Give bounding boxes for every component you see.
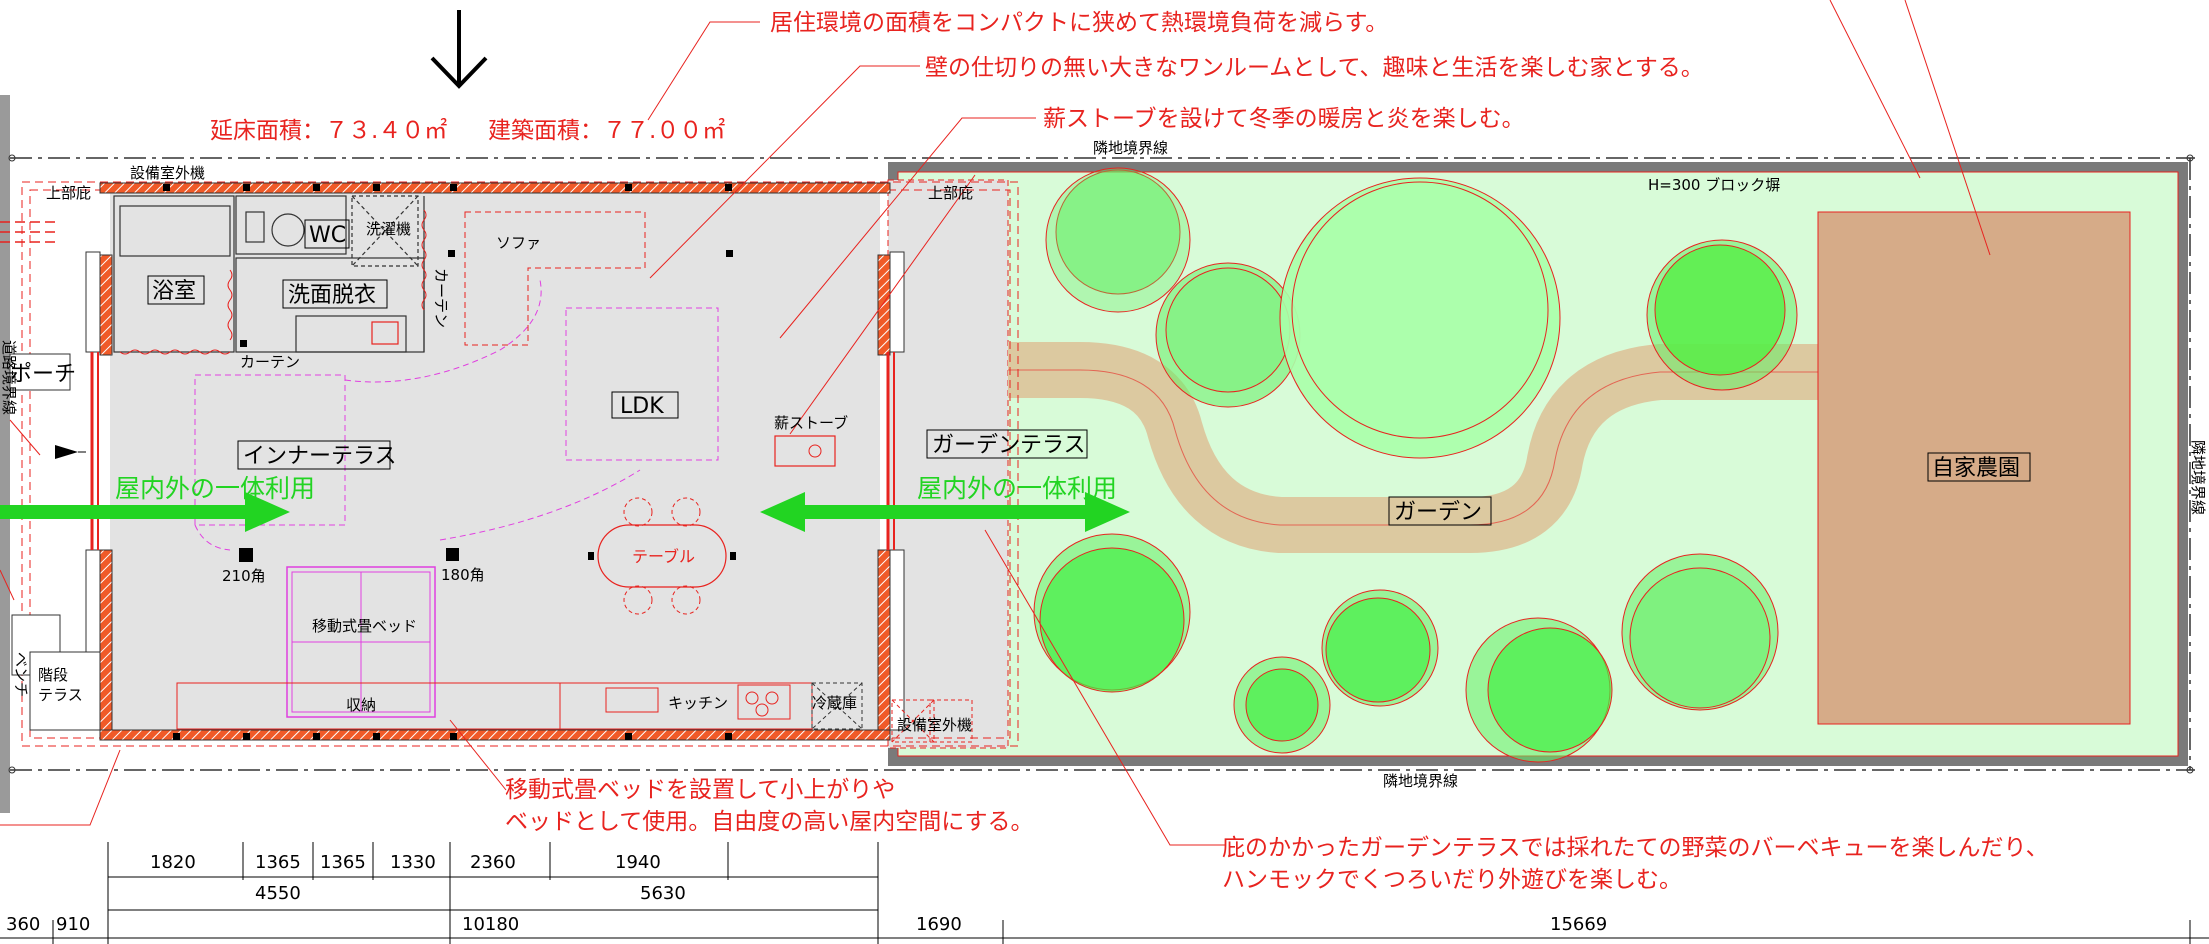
tree xyxy=(1055,169,1181,295)
sofa-label: ソファ xyxy=(496,234,541,252)
wood-stove xyxy=(774,435,836,467)
ldk-label: LDK xyxy=(620,394,664,419)
column-210-label: 210角 xyxy=(222,567,266,585)
tatami-bed xyxy=(286,566,436,718)
wc-label: WC xyxy=(309,223,346,248)
garden-terrace-label: ガーデンテラス xyxy=(932,433,1086,458)
west-boundary-label: 道路境界線 xyxy=(0,340,18,415)
indoor-outdoor-label-left: 屋内外の一体利用 xyxy=(115,474,315,503)
north-arrow-icon xyxy=(430,10,488,89)
annotation-compact-area: 居住環境の面積をコンパクトに狭めて熱環境負荷を減らす。 xyxy=(770,10,1388,36)
stair-label: 階段 xyxy=(38,666,68,684)
chairs xyxy=(623,497,701,615)
bench-label: ベンチ xyxy=(12,652,30,697)
east-boundary-label: 隣地境界線 xyxy=(2189,440,2207,515)
walls xyxy=(85,182,905,741)
dim-row2-2: 5630 xyxy=(640,883,686,904)
dimension-lines xyxy=(0,842,2209,944)
bath-label: 浴室 xyxy=(152,279,196,304)
trees xyxy=(1033,167,1798,763)
annotation-wood-stove: 薪ストーブを設けて冬季の暖房と炎を楽しむ。 xyxy=(1043,106,1525,132)
table-label: テーブル xyxy=(632,547,695,566)
kitchen-label: キッチン xyxy=(668,694,728,712)
dim-row1-2: 1365 xyxy=(255,852,301,873)
dim-row3-5: 15669 xyxy=(1550,914,1607,935)
wood-stove-label: 薪ストーブ xyxy=(774,414,848,432)
porch-box xyxy=(9,353,71,391)
washer-label: 洗濯機 xyxy=(366,220,411,238)
column-210 xyxy=(239,548,253,562)
storage-label: 収納 xyxy=(346,696,376,714)
dim-row3-1: 360 xyxy=(6,914,40,935)
porch-lines xyxy=(0,221,60,243)
eaves-west-label: 上部庇 xyxy=(46,184,91,202)
dim-row2-1: 4550 xyxy=(255,883,301,904)
eaves-outline xyxy=(21,181,1019,747)
floor-area-label: 延床面積：７３.４０㎡ xyxy=(210,118,447,144)
dim-row1-6: 1940 xyxy=(615,852,661,873)
inner-terrace-label: インナーテラス xyxy=(243,444,397,469)
curtain-horizontal-label: カーテン xyxy=(240,353,300,371)
indoor-outdoor-label-right: 屋内外の一体利用 xyxy=(917,474,1117,503)
fridge-label: 冷蔵庫 xyxy=(812,694,857,712)
wet-area xyxy=(113,195,425,353)
curtain-horizontal xyxy=(119,349,231,355)
fridge-box xyxy=(811,682,863,730)
curtain-vertical-label: カーテン xyxy=(432,268,450,328)
outdoor-unit-north-label: 設備室外機 xyxy=(130,164,205,182)
dim-row3-4: 1690 xyxy=(916,914,962,935)
leader-lines xyxy=(0,0,1991,846)
stair-terrace-box xyxy=(29,651,101,731)
dressing-room-label: 洗面脱衣 xyxy=(288,283,376,308)
curtain-dressing xyxy=(227,269,233,341)
annotation-garden-terrace-2: ハンモックでくつろいだり外遊びを楽しむ。 xyxy=(1222,867,1682,893)
dim-row1-5: 2360 xyxy=(470,852,516,873)
eaves-east-label: 上部庇 xyxy=(928,184,973,202)
outdoor-unit-south-label: 設備室外機 xyxy=(897,716,972,734)
building-area-label: 建築面積：７７.００㎡ xyxy=(488,118,725,144)
dim-row3-2: 910 xyxy=(56,914,90,935)
farm-plot xyxy=(1817,211,2131,725)
columns xyxy=(163,184,733,740)
terrace-label: テラス xyxy=(38,686,83,704)
block-wall-label: H=300 ブロック塀 xyxy=(1648,176,1780,194)
annotation-garden-terrace-1: 庇のかかったガーデンテラスでは採れたての野菜のバーベキューを楽しんだり、 xyxy=(1222,835,2049,861)
north-boundary-label: 隣地境界線 xyxy=(1093,139,1168,157)
annotation-tatami-2: ベッドとして使用。自由度の高い屋内空間にする。 xyxy=(505,809,1034,835)
dim-row3-3: 10180 xyxy=(462,914,519,935)
outdoor-unit-south-box xyxy=(891,699,935,743)
south-boundary-label: 隣地境界線 xyxy=(1383,772,1458,790)
entrance-arrow xyxy=(55,445,78,459)
farm-label: 自家農園 xyxy=(1932,456,2020,481)
zone-outlines xyxy=(194,279,719,551)
annotation-one-room: 壁の仕切りの無い大きなワンルームとして、趣味と生活を楽しむ家とする。 xyxy=(925,55,1704,81)
dim-row1-1: 1820 xyxy=(150,852,196,873)
porch-label: ポーチ xyxy=(10,362,76,387)
annotation-tatami-1: 移動式畳ベッドを設置して小上がりや xyxy=(505,777,895,803)
dim-row1-4: 1330 xyxy=(390,852,436,873)
garden-label: ガーデン xyxy=(1394,500,1482,525)
tatami-bed-label: 移動式畳ベッド xyxy=(312,617,417,635)
column-180-label: 180角 xyxy=(441,566,485,584)
green-arrows xyxy=(0,492,1130,532)
stove-top xyxy=(737,684,791,720)
road-strip xyxy=(0,95,10,813)
column-180 xyxy=(446,548,459,561)
sofa-outline xyxy=(464,211,646,346)
sink xyxy=(605,687,659,713)
dim-row1-3: 1365 xyxy=(320,852,366,873)
dining-table xyxy=(597,524,727,588)
